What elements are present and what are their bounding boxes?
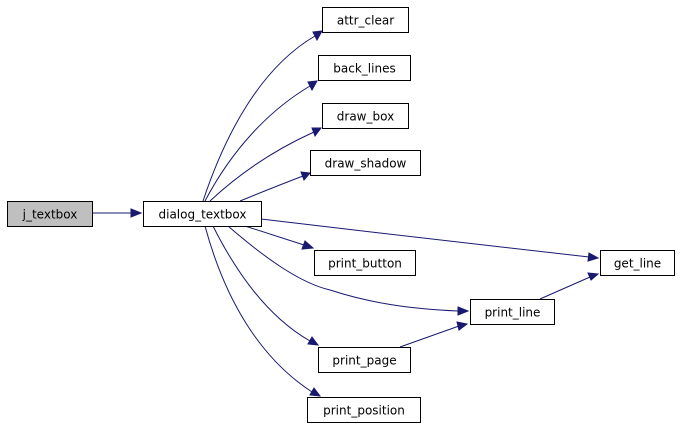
node-label: back_lines bbox=[333, 62, 395, 76]
node-label: j_textbox bbox=[22, 208, 78, 222]
edge-dialog-textbox-to-print-page bbox=[212, 225, 320, 346]
node-label: print_line bbox=[485, 306, 541, 320]
edge-line bbox=[204, 85, 311, 202]
edge-line bbox=[209, 131, 315, 202]
node-label: get_line bbox=[614, 257, 661, 271]
node-label: draw_shadow bbox=[325, 157, 407, 171]
node-print-page[interactable]: print_page bbox=[318, 347, 411, 373]
node-box[interactable] bbox=[318, 347, 411, 373]
node-draw-shadow[interactable]: draw_shadow bbox=[310, 150, 421, 176]
arrowhead-icon bbox=[311, 127, 322, 138]
node-box[interactable] bbox=[307, 397, 421, 423]
edge-j-textbox-to-dialog-textbox bbox=[92, 208, 143, 218]
edge-print-page-to-print-line bbox=[399, 321, 469, 348]
node-label: print_position bbox=[323, 404, 405, 418]
edge-line bbox=[539, 276, 591, 300]
node-box[interactable] bbox=[318, 55, 411, 81]
node-label: draw_box bbox=[337, 110, 394, 124]
edge-print-line-to-get-line bbox=[539, 272, 600, 300]
node-back-lines[interactable]: back_lines bbox=[318, 55, 411, 81]
node-dialog-textbox[interactable]: dialog_textbox bbox=[143, 201, 262, 227]
arrowhead-icon bbox=[300, 171, 311, 181]
edge-dialog-textbox-to-attr-clear bbox=[202, 30, 323, 202]
edge-dialog-textbox-to-draw-box bbox=[209, 127, 322, 202]
arrowhead-icon bbox=[130, 208, 143, 218]
node-get-line[interactable]: get_line bbox=[600, 250, 675, 276]
node-attr-clear[interactable]: attr_clear bbox=[322, 7, 409, 33]
node-box[interactable] bbox=[470, 299, 555, 325]
nodes-layer: j_textbox dialog_textbox attr_clear back_li… bbox=[7, 7, 675, 423]
arrowhead-icon bbox=[301, 240, 315, 250]
node-print-line[interactable]: print_line bbox=[470, 299, 555, 325]
node-box[interactable] bbox=[314, 250, 416, 276]
node-box[interactable] bbox=[310, 150, 421, 176]
arrowhead-icon bbox=[587, 252, 600, 262]
edge-dialog-textbox-to-print-button bbox=[244, 225, 315, 250]
edge-dialog-textbox-to-back-lines bbox=[204, 80, 318, 202]
arrowhead-icon bbox=[307, 336, 320, 346]
edge-line bbox=[227, 225, 459, 312]
node-box[interactable] bbox=[322, 7, 409, 33]
edge-line bbox=[399, 325, 460, 348]
edge-line bbox=[212, 225, 311, 342]
edge-dialog-textbox-to-get-line bbox=[260, 218, 600, 262]
arrowhead-icon bbox=[456, 321, 469, 331]
arrowhead-icon bbox=[457, 306, 470, 316]
node-label: attr_clear bbox=[337, 14, 394, 28]
arrowhead-icon bbox=[307, 80, 318, 92]
edges-layer bbox=[92, 30, 600, 397]
arrowhead-icon bbox=[587, 272, 600, 281]
node-print-position[interactable]: print_position bbox=[307, 397, 421, 423]
node-box[interactable] bbox=[600, 250, 675, 276]
node-box[interactable] bbox=[322, 103, 409, 129]
arrowhead-icon bbox=[312, 30, 323, 42]
node-label: dialog_textbox bbox=[159, 208, 247, 222]
edge-dialog-textbox-to-print-line bbox=[227, 225, 470, 316]
edge-line bbox=[239, 175, 304, 202]
node-label: print_button bbox=[328, 257, 402, 271]
edge-line bbox=[244, 225, 305, 246]
edge-dialog-textbox-to-print-position bbox=[204, 225, 322, 397]
edge-line bbox=[202, 35, 316, 202]
node-print-button[interactable]: print_button bbox=[314, 250, 416, 276]
arrowhead-icon bbox=[309, 387, 322, 397]
node-label: print_page bbox=[332, 354, 396, 368]
edge-line bbox=[204, 225, 313, 393]
node-box[interactable] bbox=[7, 201, 93, 227]
node-draw-box[interactable]: draw_box bbox=[322, 103, 409, 129]
edge-dialog-textbox-to-draw-shadow bbox=[239, 171, 311, 202]
edge-line bbox=[260, 218, 590, 258]
node-j-textbox[interactable]: j_textbox bbox=[7, 201, 93, 227]
node-box[interactable] bbox=[143, 201, 262, 227]
